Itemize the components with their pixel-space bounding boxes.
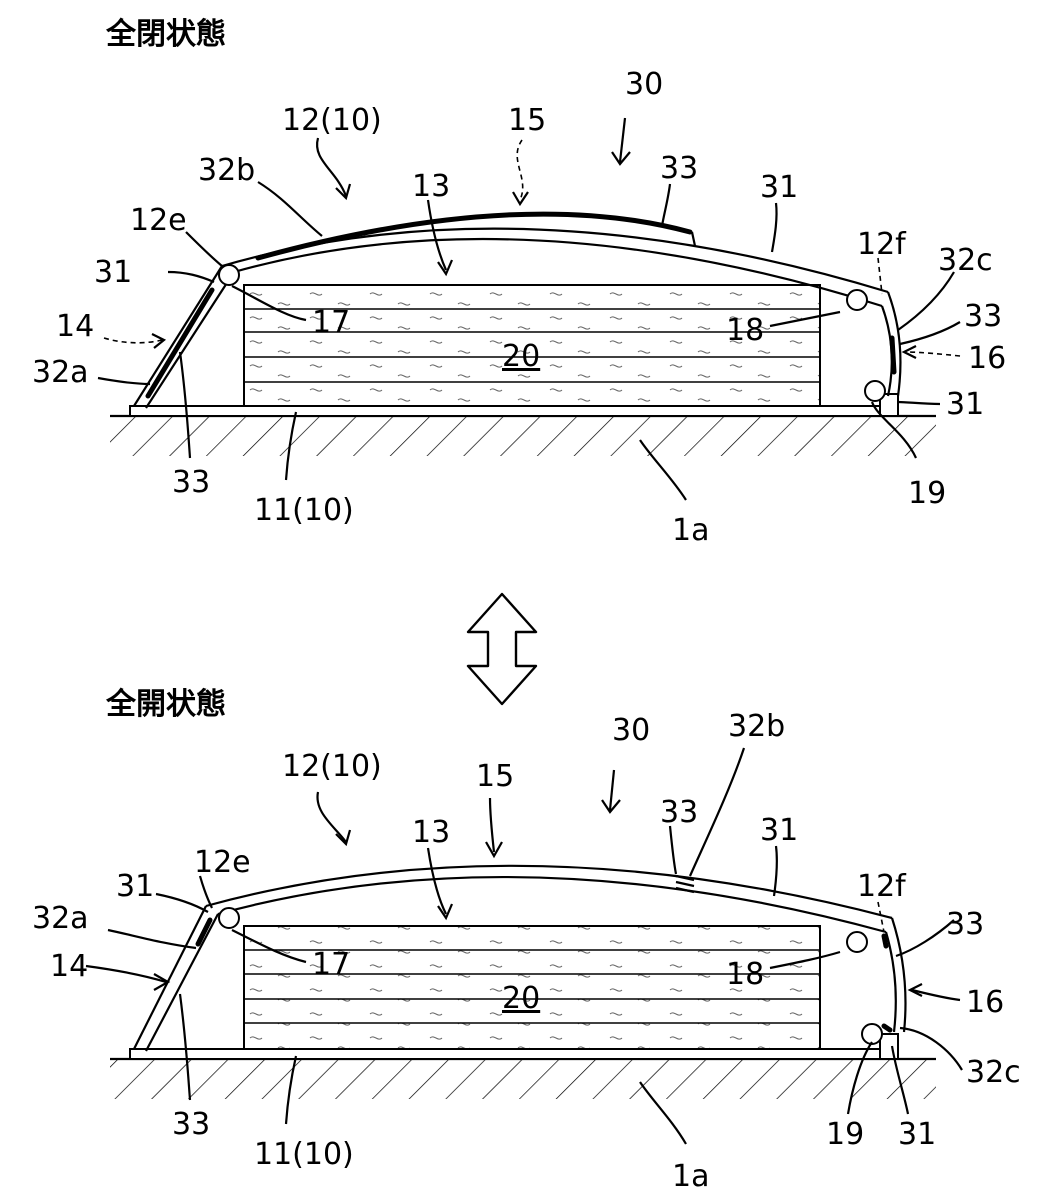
label-32a: 32a: [32, 355, 89, 390]
top-panel-title: 全閉状態: [105, 17, 226, 52]
label-1a: 1a: [672, 513, 709, 548]
label-12f: 12f: [857, 227, 907, 262]
label-33: 33: [172, 465, 210, 500]
label-13: 13: [412, 169, 450, 204]
label-12e: 12e: [130, 203, 187, 238]
label-17: 17: [312, 947, 350, 982]
label-13: 13: [412, 815, 450, 850]
ground-1a: [110, 414, 936, 456]
ground-1a: [110, 1057, 936, 1099]
roller-19: [864, 380, 886, 402]
cargo-stack-20: [243, 284, 821, 407]
label-33: 33: [660, 795, 698, 830]
label-32a: 32a: [32, 901, 89, 936]
label-14: 14: [56, 309, 94, 344]
label-20: 20: [502, 339, 540, 374]
label-31: 31: [94, 255, 132, 290]
hinge-18: [846, 931, 868, 953]
label-32b: 32b: [728, 709, 785, 744]
label-31: 31: [116, 869, 154, 904]
label-19: 19: [908, 476, 946, 511]
transition-double-arrow-icon: [466, 592, 538, 706]
roof-panel-15: [221, 211, 889, 308]
label-20: 20: [502, 981, 540, 1016]
rear-wall-16: [880, 291, 902, 397]
hinge-17: [218, 264, 240, 286]
label-1a: 1a: [672, 1159, 709, 1194]
label-14: 14: [50, 949, 88, 984]
label-15: 15: [476, 759, 514, 794]
label-32c: 32c: [938, 243, 993, 278]
front-wall-14: [133, 905, 219, 1052]
top-panel: 全閉状態: [32, 17, 1006, 548]
label-30: 30: [625, 67, 663, 102]
bottom-panel-title: 全開状態: [105, 687, 226, 722]
label-30: 30: [612, 713, 650, 748]
roller-19: [861, 1023, 883, 1045]
label-17: 17: [312, 305, 350, 340]
label-16: 16: [966, 985, 1004, 1020]
label-12f: 12f: [857, 869, 907, 904]
label-32c: 32c: [966, 1055, 1021, 1090]
hinge-17: [218, 907, 240, 929]
front-wall-14: [133, 265, 235, 409]
anchor-block: [879, 1033, 899, 1060]
base-frame-11: [129, 405, 881, 417]
label-19: 19: [826, 1117, 864, 1152]
leader-lines: [85, 747, 963, 1145]
leader-lines: [97, 117, 961, 501]
label-12-10: 12(10): [282, 103, 382, 138]
label-11-10: 11(10): [254, 493, 354, 528]
label-33: 33: [172, 1107, 210, 1142]
hinge-18: [846, 289, 868, 311]
label-31: 31: [946, 387, 984, 422]
label-31: 31: [760, 813, 798, 848]
label-12-10: 12(10): [282, 749, 382, 784]
bottom-panel: 全開状態: [32, 687, 1021, 1194]
cargo-stack-20: [243, 925, 821, 1050]
label-33: 33: [660, 151, 698, 186]
label-15: 15: [508, 103, 546, 138]
label-18: 18: [726, 313, 764, 348]
label-33: 33: [946, 907, 984, 942]
label-31: 31: [760, 170, 798, 205]
label-16: 16: [968, 341, 1006, 376]
label-31: 31: [898, 1117, 936, 1152]
label-11-10: 11(10): [254, 1137, 354, 1172]
rear-wall-16: [881, 917, 907, 1033]
label-18: 18: [726, 957, 764, 992]
label-33: 33: [964, 299, 1002, 334]
roof-panel-15: [205, 864, 893, 934]
label-32b: 32b: [198, 153, 255, 188]
label-12e: 12e: [194, 845, 251, 880]
base-frame-11: [129, 1048, 881, 1060]
